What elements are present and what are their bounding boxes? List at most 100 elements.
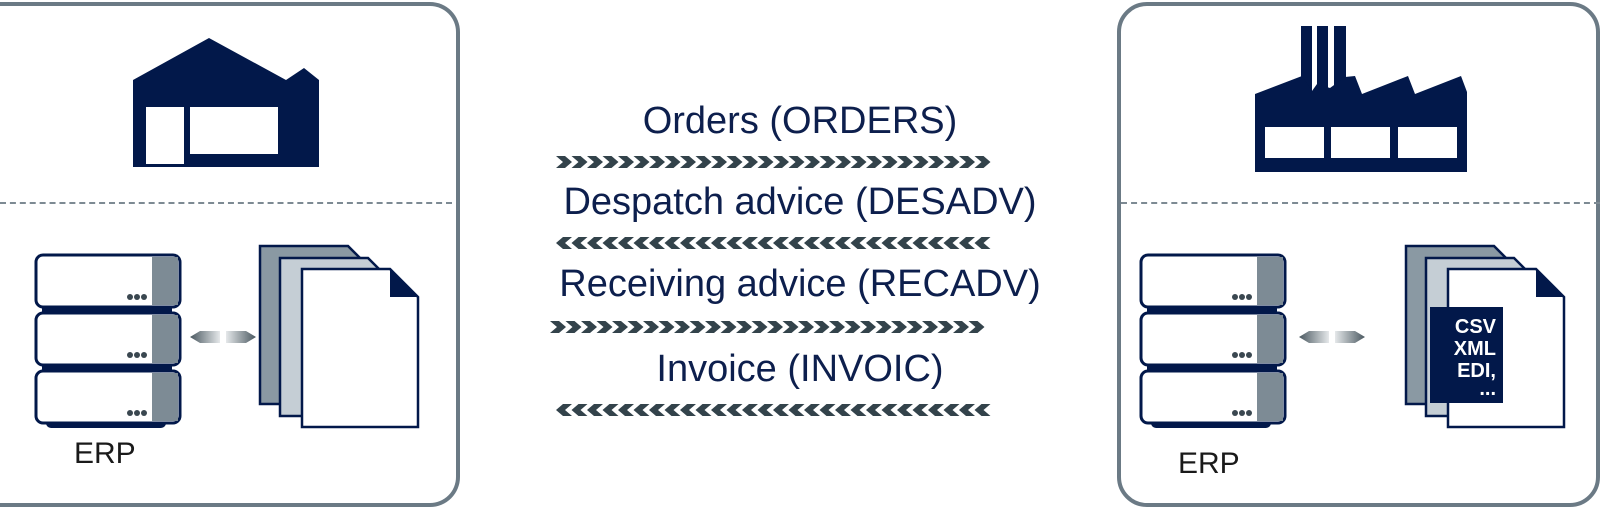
chevron-left-icon [804, 404, 820, 416]
chevron-right-icon [937, 321, 954, 333]
chevron-right-icon [819, 156, 836, 168]
chevron-right-icon [782, 321, 799, 333]
chevron-left-icon [602, 404, 619, 416]
chevron-right-icon [556, 156, 572, 168]
chevron-right-icon [968, 321, 985, 333]
file-format-list: CSV XML EDI, ... [1434, 316, 1496, 399]
chevron-right-icon [906, 321, 923, 333]
left-sync-arrow-icon [190, 331, 256, 343]
chevron-left-icon [633, 404, 650, 416]
chevron-right-icon [618, 156, 634, 168]
format-xml: XML [1453, 338, 1496, 360]
chevron-left-icon [835, 237, 851, 249]
chevron-left-icon [866, 404, 882, 416]
chevron-left-icon [866, 237, 882, 249]
chevron-left-icon [602, 237, 619, 249]
chevron-left-icon [618, 237, 634, 249]
chevron-left-icon [881, 237, 898, 249]
chevron-right-icon [751, 321, 768, 333]
message-recadv-arrow-icon [550, 321, 985, 333]
chevron-right-icon [953, 321, 969, 333]
chevron-right-icon [773, 156, 789, 168]
chevron-left-icon [943, 404, 960, 416]
chevron-left-icon [788, 237, 805, 249]
chevron-left-icon [928, 237, 944, 249]
chevron-right-icon [835, 156, 851, 168]
chevron-left-icon [649, 237, 665, 249]
chevron-right-icon [866, 156, 882, 168]
chevron-right-icon [550, 321, 566, 333]
chevron-left-icon [649, 404, 665, 416]
chevron-right-icon [674, 321, 690, 333]
right-erp-label: ERP [1178, 447, 1240, 480]
chevron-right-icon [922, 321, 938, 333]
chevron-right-icon [720, 321, 737, 333]
chevron-right-icon [850, 156, 867, 168]
chevron-right-icon [587, 156, 603, 168]
chevron-right-icon [695, 156, 712, 168]
chevron-right-icon [742, 156, 758, 168]
chevron-right-icon [844, 321, 861, 333]
chevron-left-icon [959, 404, 975, 416]
chevron-right-icon [571, 156, 588, 168]
chevron-right-icon [974, 156, 991, 168]
chevron-left-icon [587, 404, 603, 416]
chevron-right-icon [581, 321, 597, 333]
chevron-right-icon [705, 321, 721, 333]
chevron-left-icon [804, 237, 820, 249]
chevron-right-icon [891, 321, 907, 333]
message-invoic-label: Invoice (INVOIC) [656, 348, 944, 390]
chevron-left-icon [788, 404, 805, 416]
chevron-left-icon [850, 404, 867, 416]
chevron-right-icon [860, 321, 876, 333]
chevron-right-icon [649, 156, 665, 168]
format-csv: CSV [1454, 316, 1496, 338]
message-desadv-arrow-icon [556, 237, 991, 249]
message-invoic-arrow-icon [556, 404, 991, 416]
chevron-right-icon [959, 156, 975, 168]
chevron-left-icon [897, 404, 913, 416]
chevron-right-icon [875, 321, 892, 333]
chevron-left-icon [819, 237, 836, 249]
chevron-right-icon [788, 156, 805, 168]
chevron-right-icon [798, 321, 814, 333]
chevron-left-icon [571, 237, 588, 249]
chevron-left-icon [680, 404, 696, 416]
chevron-left-icon [742, 237, 758, 249]
chevron-right-icon [767, 321, 783, 333]
chevron-left-icon [881, 404, 898, 416]
message-orders-label: Orders (ORDERS) [642, 100, 958, 142]
chevron-left-icon [835, 404, 851, 416]
chevron-left-icon [742, 404, 758, 416]
chevron-right-icon [912, 156, 929, 168]
chevron-left-icon [556, 404, 572, 416]
chevron-right-icon [664, 156, 681, 168]
chevron-right-icon [813, 321, 830, 333]
chevron-left-icon [757, 404, 774, 416]
chevron-right-icon [829, 321, 845, 333]
chevron-left-icon [633, 237, 650, 249]
chevron-left-icon [726, 237, 743, 249]
chevron-left-icon [726, 404, 743, 416]
chevron-left-icon [974, 404, 991, 416]
chevron-left-icon [943, 237, 960, 249]
warehouse-icon [133, 38, 319, 167]
chevron-right-icon [711, 156, 727, 168]
chevron-right-icon [804, 156, 820, 168]
chevron-left-icon [912, 237, 929, 249]
chevron-right-icon [643, 321, 659, 333]
left-document-stack-icon [258, 244, 420, 429]
left-erp-label: ERP [74, 437, 136, 470]
chevron-left-icon [680, 237, 696, 249]
erp-server-icon [1139, 253, 1287, 428]
right-sync-arrow-icon [1299, 331, 1365, 343]
chevron-left-icon [757, 237, 774, 249]
chevron-left-icon [695, 237, 712, 249]
chevron-right-icon [602, 156, 619, 168]
factory-icon [1255, 26, 1467, 172]
erp-server-icon [34, 253, 182, 428]
chevron-right-icon [612, 321, 628, 333]
chevron-left-icon [695, 404, 712, 416]
chevron-right-icon [689, 321, 706, 333]
chevron-left-icon [587, 237, 603, 249]
